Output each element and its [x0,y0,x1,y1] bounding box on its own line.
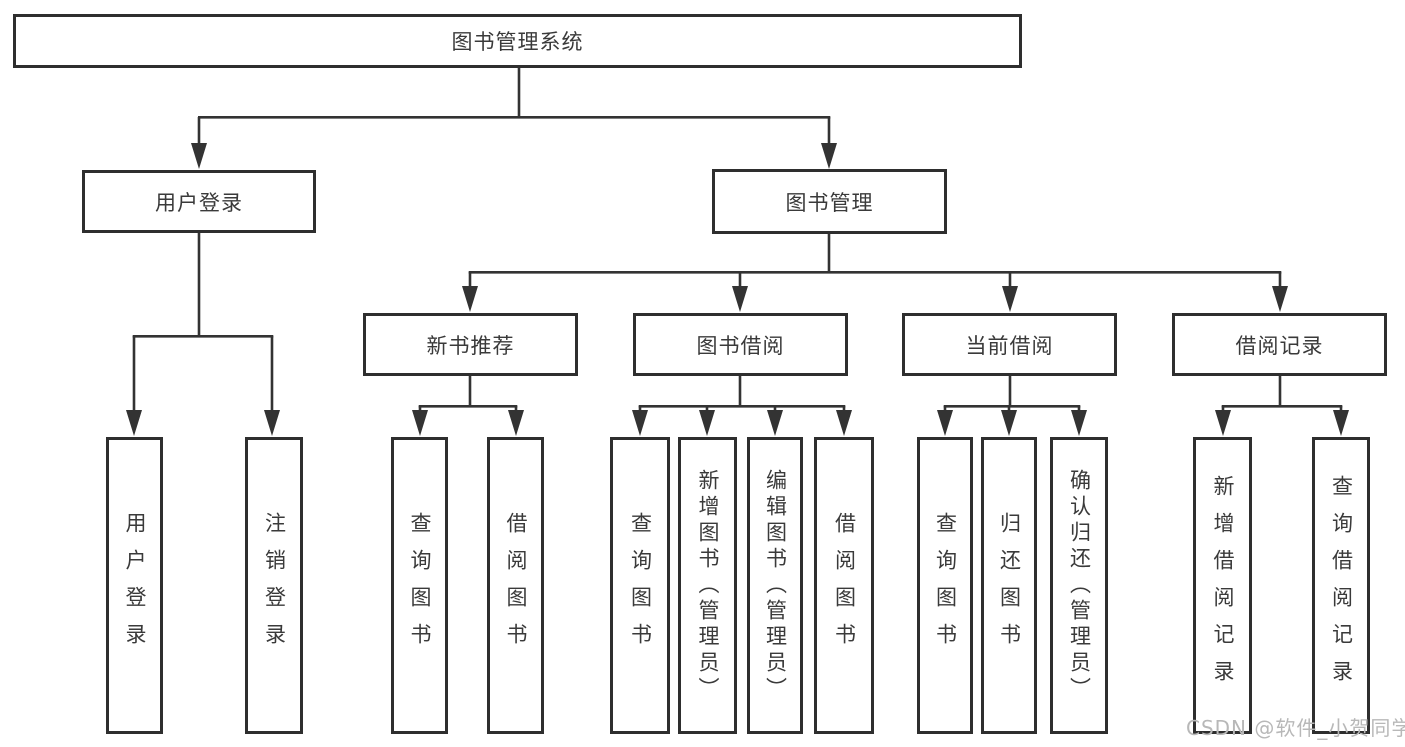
leaf-cb-confirm-return: 确认归还（管理员） [1050,437,1108,734]
leaf-br-query-record: 查询借阅记录 [1312,437,1370,734]
leaf-bb-add-book: 新增图书（管理员） [678,437,737,734]
leaf-bb-query-book: 查询图书 [610,437,670,734]
leaf-bb-borrow-book: 借阅图书 [814,437,874,734]
node-user-login: 用户登录 [82,170,316,233]
node-current-borrow: 当前借阅 [902,313,1117,376]
leaf-logout: 注销登录 [245,437,303,734]
csdn-watermark: CSDN @软件_小贺同学 [1186,716,1405,740]
node-book-borrow: 图书借阅 [633,313,848,376]
leaf-user-login: 用户登录 [106,437,163,734]
leaf-cb-return-book: 归还图书 [981,437,1037,734]
leaf-cb-query-book: 查询图书 [917,437,973,734]
node-borrow-records: 借阅记录 [1172,313,1387,376]
leaf-rec-borrow-book: 借阅图书 [487,437,544,734]
leaf-bb-edit-book: 编辑图书（管理员） [747,437,803,734]
leaf-rec-query-book: 查询图书 [391,437,448,734]
node-book-mgmt: 图书管理 [712,169,947,234]
node-new-book-rec: 新书推荐 [363,313,578,376]
leaf-br-add-record: 新增借阅记录 [1193,437,1252,734]
node-root: 图书管理系统 [13,14,1022,68]
